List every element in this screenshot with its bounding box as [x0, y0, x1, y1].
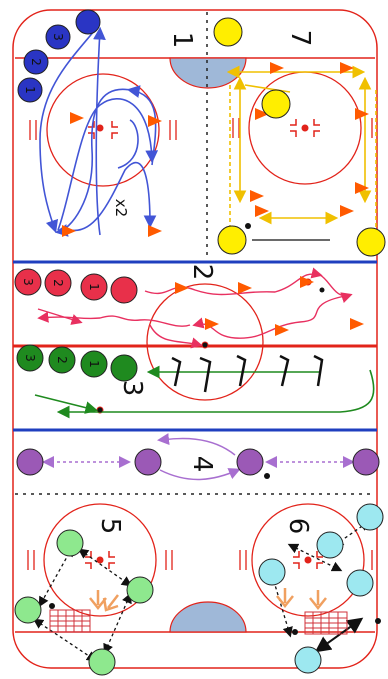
net-bottom-right [304, 611, 348, 635]
player-blue-1 [17, 77, 43, 103]
player-red-3-label: 3 [21, 278, 35, 286]
goal-crease-bottom [169, 601, 247, 633]
station-6-label: 6 [283, 518, 313, 535]
player-red-2-label: 2 [51, 279, 65, 287]
station-2-paths [37, 267, 353, 349]
station-5-label: 5 [95, 518, 125, 535]
station-3-label: 3 [117, 380, 147, 397]
player-blue-extra [75, 9, 101, 35]
player-green-3-label: 3 [23, 354, 37, 362]
player-red-3 [14, 268, 42, 296]
station-2-label: 2 [187, 264, 217, 281]
players [14, 9, 386, 676]
player-blue-3 [45, 24, 71, 50]
player-green-3 [16, 344, 44, 372]
player-red-1 [80, 273, 108, 301]
player-green-2-label: 2 [55, 356, 69, 364]
faceoff-circle-top-left [46, 73, 160, 187]
player-blue-2 [23, 49, 49, 75]
station-5-paths [32, 545, 133, 662]
orange-hollow-arrows [89, 588, 327, 612]
station-4-paths [42, 433, 355, 481]
player-blue-2-label: 2 [29, 58, 43, 66]
faceoff-dot-top-left [96, 124, 104, 132]
station-4-label: 4 [187, 456, 217, 473]
repeat-label: x2 [112, 199, 130, 217]
station-1-label: 1 [167, 32, 197, 49]
station-1-paths [39, 26, 159, 237]
faceoff-dot-bottom-right [304, 556, 312, 564]
pucks [49, 223, 381, 635]
player-green-1 [80, 350, 108, 378]
cones [62, 62, 369, 336]
net-bottom-left [49, 609, 91, 633]
player-green-2 [48, 346, 76, 374]
station-3-sticks [171, 354, 324, 393]
faceoff-circle-bottom-right [251, 503, 365, 617]
station-7-label: 7 [285, 30, 315, 47]
faceoff-dot-top-right [301, 124, 309, 132]
faceoff-dot-bottom-left [96, 556, 104, 564]
player-red-1-label: 1 [87, 283, 101, 291]
faceoff-circle-center [146, 283, 264, 401]
player-blue-3-label: 3 [51, 33, 65, 41]
player-blue-1-label: 1 [23, 86, 37, 94]
player-green-1-label: 1 [87, 360, 101, 368]
rink-boards [12, 9, 378, 669]
player-red-2 [44, 269, 72, 297]
